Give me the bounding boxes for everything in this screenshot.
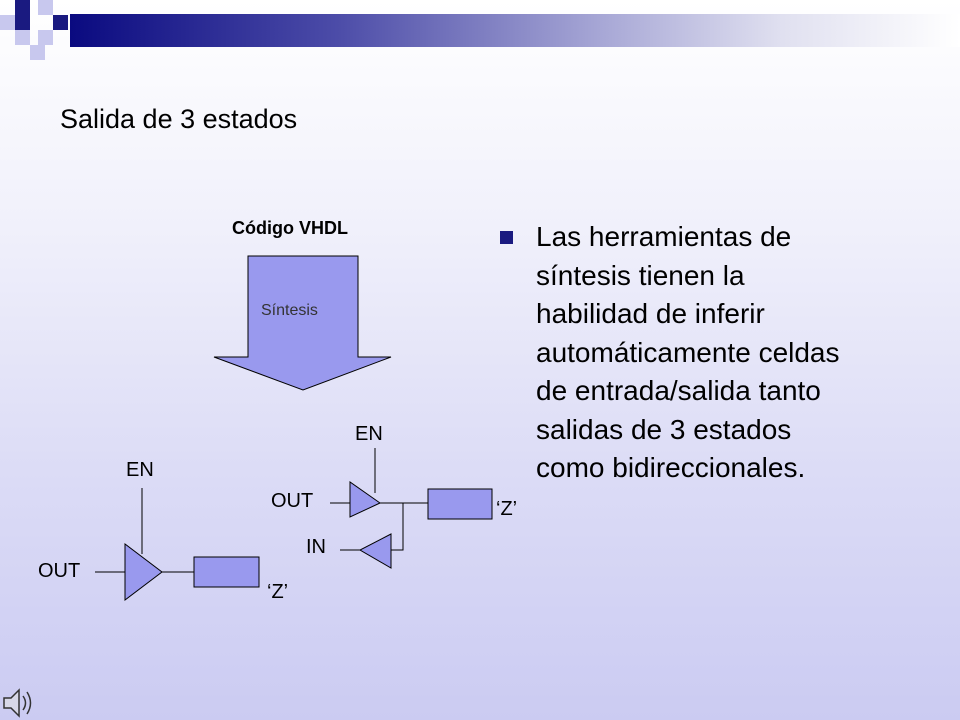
right-input-buffer (358, 533, 392, 569)
header-square-4 (15, 15, 30, 30)
slide-title: Salida de 3 estados (60, 104, 298, 134)
header-square-3 (0, 15, 15, 30)
left-out-label: OUT (38, 560, 81, 582)
left-tristate-buffer (124, 542, 163, 602)
speaker-icon[interactable] (2, 686, 36, 720)
right-feedback-wire (391, 503, 404, 551)
left-pad (193, 556, 260, 588)
header-square-2 (38, 0, 53, 15)
right-en-label: EN (355, 423, 383, 445)
code-label: Código VHDL (232, 218, 348, 238)
header-square-1 (15, 0, 30, 15)
header-bar (70, 14, 960, 47)
right-out-label: OUT (271, 490, 314, 512)
bullet-text: Las herramientas de síntesis tienen la h… (536, 221, 840, 483)
left-z-label: ‘Z’ (267, 581, 289, 603)
synthesis-arrow (213, 255, 392, 391)
header-square-5 (53, 15, 68, 30)
header-square-8 (30, 45, 45, 60)
right-z-label: ‘Z’ (496, 498, 518, 520)
left-en-label: EN (126, 459, 154, 481)
header-square-6 (15, 30, 30, 45)
header-square-7 (38, 30, 53, 45)
synthesis-label: Síntesis (261, 302, 318, 319)
right-tristate-buffer (349, 481, 381, 518)
bullet-marker (500, 231, 513, 244)
right-in-label: IN (306, 536, 326, 558)
right-pad (427, 488, 493, 520)
